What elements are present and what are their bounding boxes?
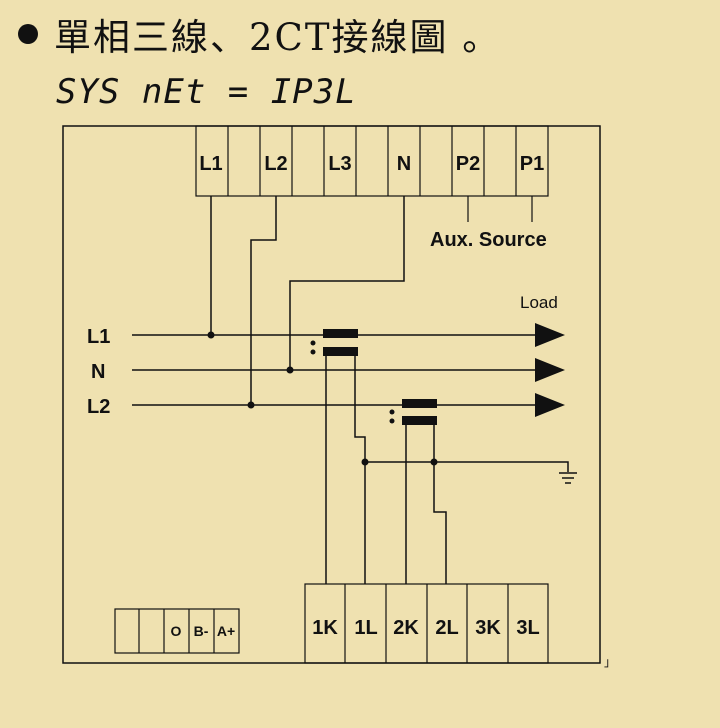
load-label: Load xyxy=(520,293,558,312)
comm-terminal-a: A+ xyxy=(217,623,235,639)
power-lines xyxy=(132,334,545,406)
corner-mark: 」 xyxy=(604,655,616,669)
system-setting-code: SYS nEt = IP3L xyxy=(56,72,357,112)
ground-icon xyxy=(559,472,577,484)
ct-terminal-1k: 1K xyxy=(312,617,338,639)
ct-terminal-2k: 2K xyxy=(393,617,419,639)
junction-dot xyxy=(430,458,438,466)
aux-source-leads xyxy=(467,196,533,222)
terminal-label-p2: P2 xyxy=(456,153,480,175)
terminal-label-n: N xyxy=(397,153,411,175)
junction-dot xyxy=(247,401,255,409)
comm-terminal-o: O xyxy=(171,623,182,639)
ct-terminal-block xyxy=(304,583,549,664)
arrow-n-icon xyxy=(535,358,565,382)
ct-terminal-3k: 3K xyxy=(475,617,501,639)
comm-terminal-b: B- xyxy=(194,623,209,639)
junction-dot xyxy=(286,366,294,374)
voltage-wiring xyxy=(210,196,405,405)
top-terminal-block xyxy=(195,125,549,197)
junction-dot xyxy=(207,331,215,339)
terminal-label-l2: L2 xyxy=(264,153,287,175)
meter-outline xyxy=(62,125,601,664)
arrow-l2-icon xyxy=(535,393,565,417)
line-label-n: N xyxy=(91,361,105,383)
ct-wiring xyxy=(325,356,569,584)
terminal-label-l1: L1 xyxy=(199,153,222,175)
ct-terminal-3l: 3L xyxy=(516,617,539,639)
arrow-l1-icon xyxy=(535,323,565,347)
line-label-l2: L2 xyxy=(87,396,110,418)
ct-terminal-2l: 2L xyxy=(435,617,458,639)
terminal-label-l3: L3 xyxy=(328,153,351,175)
title-text: 單相三線、2CT接線圖 。 xyxy=(54,16,502,59)
aux-source-label: Aux. Source xyxy=(430,229,547,251)
terminal-label-p1: P1 xyxy=(520,153,544,175)
comm-terminal-block xyxy=(114,608,240,654)
bullet-icon xyxy=(18,24,38,44)
current-transformer-2 xyxy=(389,399,437,425)
ct-terminal-1l: 1L xyxy=(354,617,377,639)
line-label-l1: L1 xyxy=(87,326,110,348)
page-title: 單相三線、2CT接線圖 。 xyxy=(18,8,501,60)
current-transformer-1 xyxy=(310,329,358,356)
junction-dot xyxy=(361,458,369,466)
